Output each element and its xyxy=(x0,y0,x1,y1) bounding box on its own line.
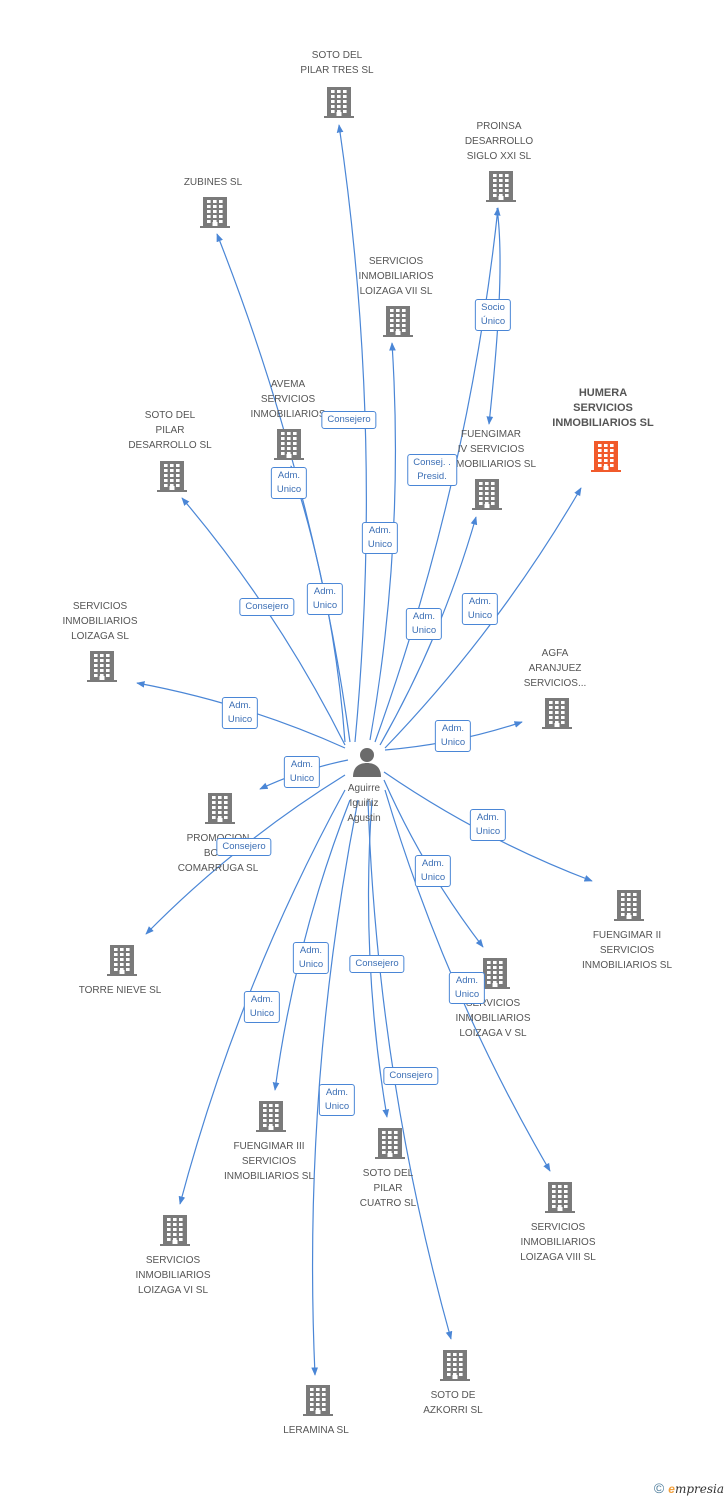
building-icon[interactable] xyxy=(612,888,646,922)
edge-label-soto-pilar-desarrollo[interactable]: Consejero xyxy=(239,598,295,616)
building-icon[interactable] xyxy=(85,649,119,683)
company-label: SOTO DEL PILAR TRES SL xyxy=(300,50,374,76)
building-icon[interactable] xyxy=(198,195,232,229)
building-icon[interactable] xyxy=(540,696,574,730)
edge-label-fuengimar-iii[interactable]: Adm. Unico xyxy=(292,942,330,974)
company-node-sil[interactable]: SERVICIOS INMOBILIARIOS LOIZAGA SL xyxy=(30,599,170,644)
building-icon[interactable] xyxy=(301,1383,335,1417)
edge-label-zubines[interactable]: Adm. Unico xyxy=(306,583,344,615)
company-node-soto-pilar-tres[interactable]: SOTO DEL PILAR TRES SL xyxy=(267,48,407,78)
edge-label-promocion[interactable]: Adm. Unico xyxy=(283,756,321,788)
company-label: LERAMINA SL xyxy=(283,1424,349,1436)
company-node-agfa[interactable]: AGFA ARANJUEZ SERVICIOS... xyxy=(485,646,625,691)
company-node-humera[interactable]: HUMERA SERVICIOS INMOBILIARIOS SL xyxy=(533,386,673,431)
company-node-torre-nieve[interactable]: TORRE NIEVE SL xyxy=(50,983,190,998)
building-icon[interactable] xyxy=(543,1180,577,1214)
company-node-fuengimar-iv[interactable]: FUENGIMAR IV SERVICIOS INMOBILIARIOS SL xyxy=(421,427,561,472)
building-icon[interactable] xyxy=(478,956,512,990)
company-node-sil-vi[interactable]: SERVICIOS INMOBILIARIOS LOIZAGA VI SL xyxy=(103,1253,243,1298)
company-label: SOTO DEL PILAR DESARROLLO SL xyxy=(128,409,212,451)
edge-soto-pilar-tres xyxy=(336,124,367,743)
building-icon[interactable] xyxy=(470,477,504,511)
edge-label-sil-viii[interactable]: Adm. Unico xyxy=(448,972,486,1004)
company-label: HUMERA SERVICIOS INMOBILIARIOS SL xyxy=(552,386,654,429)
edge-label-humera[interactable]: Adm. Unico xyxy=(461,593,499,625)
edge-label-proinsa-to-fuengimar-iv[interactable]: Socio Único xyxy=(474,299,512,331)
building-icon[interactable] xyxy=(158,1213,192,1247)
company-label: SOTO DE AZKORRI SL xyxy=(423,1390,483,1416)
building-icon[interactable] xyxy=(381,304,415,338)
company-node-soto-azkorri[interactable]: SOTO DE AZKORRI SL xyxy=(383,1388,523,1418)
company-node-avema[interactable]: AVEMA SERVICIOS INMOBILIARIOS xyxy=(218,377,358,422)
company-label: FUENGIMAR III SERVICIOS INMOBILIARIOS SL xyxy=(223,1140,315,1182)
building-icon[interactable] xyxy=(484,169,518,203)
person-icon[interactable] xyxy=(350,745,384,779)
building-icon[interactable] xyxy=(254,1099,288,1133)
building-icon[interactable] xyxy=(322,85,356,119)
company-label: FUENGIMAR IV SERVICIOS INMOBILIARIOS SL xyxy=(445,428,537,470)
brand-logo-text: mpresia xyxy=(674,1482,724,1496)
edge-label-soto-pilar-cuatro[interactable]: Consejero xyxy=(349,955,405,973)
company-node-proinsa[interactable]: PROINSA DESARROLLO SIGLO XXI SL xyxy=(429,119,569,164)
edge-label-sil-vii[interactable]: Adm. Unico xyxy=(361,522,399,554)
footer-brand: ©empresia xyxy=(654,1480,724,1496)
building-icon[interactable] xyxy=(438,1348,472,1382)
company-node-soto-pilar-desarrollo[interactable]: SOTO DEL PILAR DESARROLLO SL xyxy=(100,408,240,453)
edge-soto-pilar-desarrollo xyxy=(181,497,346,746)
company-label: SERVICIOS INMOBILIARIOS LOIZAGA VIII SL xyxy=(520,1221,596,1263)
company-label: SERVICIOS INMOBILIARIOS LOIZAGA VI SL xyxy=(135,1254,211,1296)
edge-label-sil-v[interactable]: Adm. Unico xyxy=(414,855,452,887)
company-label: ZUBINES SL xyxy=(183,176,243,188)
company-label: AGFA ARANJUEZ SERVICIOS... xyxy=(523,647,587,689)
edge-label-fuengimar-iv[interactable]: Adm. Unico xyxy=(405,608,443,640)
company-node-soto-pilar-cuatro[interactable]: SOTO DEL PILAR CUATRO SL xyxy=(318,1166,458,1211)
building-icon[interactable] xyxy=(203,791,237,825)
copyright-symbol: © xyxy=(653,1480,665,1496)
company-node-sil-vii[interactable]: SERVICIOS INMOBILIARIOS LOIZAGA VII SL xyxy=(326,254,466,299)
edge-label-proinsa[interactable]: Consej. . Presid. xyxy=(407,454,457,486)
company-node-zubines[interactable]: ZUBINES SL xyxy=(143,175,283,190)
building-icon[interactable] xyxy=(373,1126,407,1160)
center-person-node[interactable]: Aguirre Iguiñiz Agustin xyxy=(294,781,434,826)
edge-label-soto-pilar-tres[interactable]: Consejero xyxy=(321,411,377,429)
company-label: TORRE NIEVE SL xyxy=(78,984,162,996)
company-label: FUENGIMAR II SERVICIOS INMOBILIARIOS SL xyxy=(581,929,673,971)
company-node-fuengimar-iii[interactable]: FUENGIMAR III SERVICIOS INMOBILIARIOS SL xyxy=(199,1139,339,1184)
company-label: AVEMA SERVICIOS INMOBILIARIOS xyxy=(250,378,326,420)
edge-label-sil-vi[interactable]: Adm. Unico xyxy=(243,991,281,1023)
company-node-fuengimar-ii[interactable]: FUENGIMAR II SERVICIOS INMOBILIARIOS SL xyxy=(557,928,697,973)
company-node-sil-v[interactable]: SERVICIOS INMOBILIARIOS LOIZAGA V SL xyxy=(423,996,563,1041)
company-node-leramina[interactable]: LERAMINA SL xyxy=(246,1423,386,1438)
building-icon[interactable] xyxy=(272,427,306,461)
edge-label-fuengimar-ii[interactable]: Adm. Unico xyxy=(469,809,507,841)
edge-label-sil[interactable]: Adm. Unico xyxy=(221,697,259,729)
building-icon[interactable] xyxy=(155,459,189,493)
center-person-label: Aguirre Iguiñiz Agustin xyxy=(347,783,381,824)
edge-label-avema[interactable]: Adm. Unico xyxy=(270,467,308,499)
brand-logo-initial: e xyxy=(668,1482,675,1496)
edge-label-leramina[interactable]: Adm. Unico xyxy=(318,1084,356,1116)
company-node-sil-viii[interactable]: SERVICIOS INMOBILIARIOS LOIZAGA VIII SL xyxy=(488,1220,628,1265)
company-label: SOTO DEL PILAR CUATRO SL xyxy=(359,1167,417,1209)
company-label: SERVICIOS INMOBILIARIOS LOIZAGA VII SL xyxy=(358,255,434,297)
building-icon[interactable] xyxy=(105,943,139,977)
building-icon[interactable] xyxy=(589,439,623,473)
company-label: PROINSA DESARROLLO SIGLO XXI SL xyxy=(464,120,534,162)
company-label: SERVICIOS INMOBILIARIOS LOIZAGA V SL xyxy=(455,997,531,1039)
edge-label-torre-nieve[interactable]: Consejero xyxy=(216,838,272,856)
edge-label-soto-azkorri[interactable]: Consejero xyxy=(383,1067,439,1085)
edge-label-agfa[interactable]: Adm. Unico xyxy=(434,720,472,752)
company-label: SERVICIOS INMOBILIARIOS LOIZAGA SL xyxy=(62,600,138,642)
